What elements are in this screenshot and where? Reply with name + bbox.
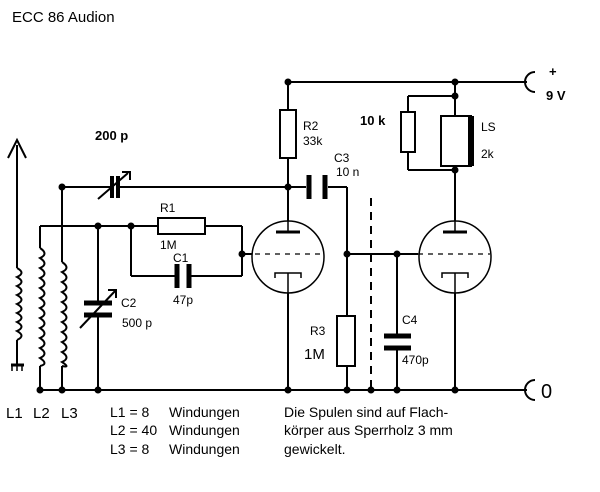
c3-name: C3 [334, 151, 350, 165]
c1-capacitor: C1 47p [173, 251, 193, 307]
coil-label-l2: L2 [33, 405, 50, 422]
c3-value: 10 n [336, 165, 359, 179]
coil-labels: L1 L2 L3 [6, 405, 78, 422]
winding-l1-turns: Windungen [169, 404, 240, 420]
c2-capacitor: C2 500 p [79, 289, 152, 330]
note-line-1: Die Spulen sind auf Flach- [284, 404, 449, 420]
wiring [16, 81, 527, 391]
windings-table: L1 = 8 Windungen L2 = 40 Windungen L3 = … [110, 404, 240, 457]
speaker-value: 2k [481, 147, 495, 161]
r1-value: 1M [160, 238, 177, 252]
winding-l2-coil: L2 = 40 [110, 422, 157, 438]
coil-label-l1: L1 [6, 405, 23, 422]
winding-l2-turns: Windungen [169, 422, 240, 438]
r2-value: 33k [303, 134, 323, 148]
r1-name: R1 [160, 201, 176, 215]
speaker-name: LS [481, 120, 496, 134]
coil-l2 [37, 247, 46, 367]
winding-l3-turns: Windungen [169, 441, 240, 457]
c2-name: C2 [121, 296, 137, 310]
note-line-3: gewickelt. [284, 441, 345, 457]
winding-l3-coil: L3 = 8 [110, 441, 150, 457]
variable-capacitor: 200 p [95, 128, 131, 200]
r2-name: R2 [303, 119, 319, 133]
supply-voltage: 9 V [546, 88, 566, 103]
variable-capacitor-value: 200 p [95, 128, 128, 143]
construction-note: Die Spulen sind auf Flach- körper aus Sp… [284, 404, 453, 457]
c3-capacitor: C3 10 n [306, 151, 359, 199]
r2-resistor: R2 33k [279, 109, 323, 159]
r3-value: 1M [304, 346, 325, 363]
ground-label: 0 [541, 381, 552, 403]
coil-label-l3: L3 [61, 405, 78, 422]
c4-capacitor: C4 470p [384, 313, 429, 367]
winding-l1-coil: L1 = 8 [110, 404, 150, 420]
speaker: LS 2k [440, 115, 496, 167]
speaker-resistor: 10 k [360, 111, 416, 153]
right-tube [418, 220, 492, 294]
junction-dots [36, 78, 459, 394]
r1-resistor: R1 1M [157, 201, 206, 252]
supply-terminal: + 9 V [524, 64, 566, 103]
c4-value: 470p [402, 353, 429, 367]
plus-sign: + [549, 64, 557, 79]
c4-name: C4 [402, 313, 418, 327]
left-tube [251, 220, 325, 294]
c1-name: C1 [173, 251, 189, 265]
r3-name: R3 [310, 324, 326, 338]
c1-value: 47p [173, 293, 193, 307]
r3-resistor: R3 1M [304, 315, 356, 367]
note-line-2: körper aus Sperrholz 3 mm [284, 422, 453, 438]
c2-value: 500 p [122, 316, 152, 330]
ground-terminal: 0 [524, 379, 552, 403]
schematic-title: ECC 86 Audion [12, 9, 115, 26]
coil-l3 [59, 261, 68, 368]
speaker-resistor-value: 10 k [360, 113, 386, 128]
coil-l1 [7, 137, 27, 371]
